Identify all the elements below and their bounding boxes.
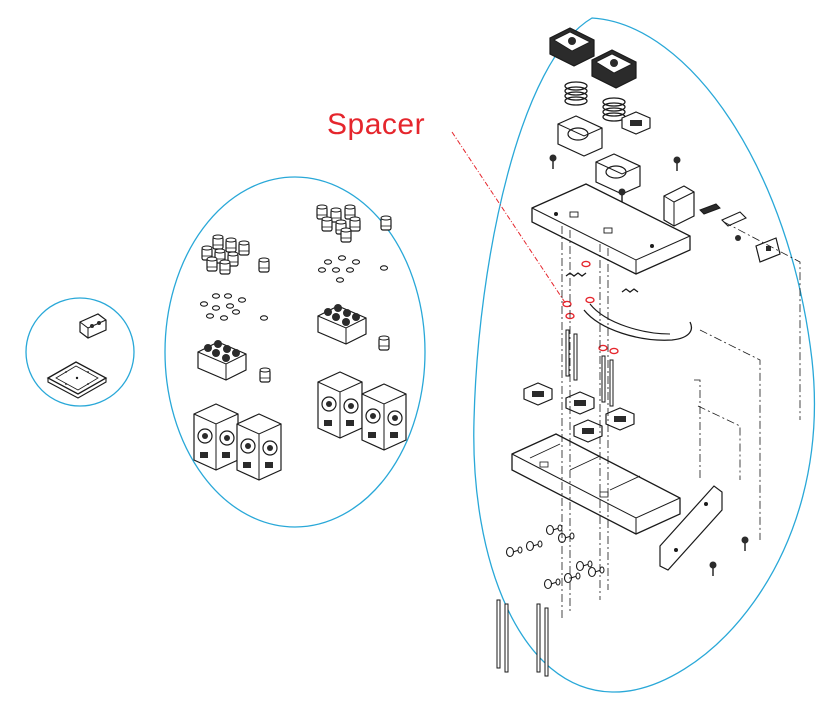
capping-unit-left <box>549 27 595 67</box>
carriage-left <box>557 115 603 157</box>
spacer-parts <box>562 260 619 355</box>
spacer-callout-label: Spacer <box>327 108 426 141</box>
pump-block-left <box>193 403 239 471</box>
pump-block-right <box>317 371 363 439</box>
clip-set <box>523 382 635 443</box>
fittings-group <box>164 176 426 528</box>
group-outline-large <box>473 17 815 693</box>
carriage-right <box>595 153 641 195</box>
pump-block-right-small <box>361 383 407 451</box>
group-outline-oval <box>164 176 426 528</box>
small-fitting-right <box>378 335 390 351</box>
group-outline-circle <box>25 297 135 407</box>
wire-loop <box>583 303 693 341</box>
washer-set-left <box>199 293 269 321</box>
callout-leader-line <box>451 131 567 305</box>
pump-block-left-small <box>236 413 282 481</box>
nut-cluster-left <box>201 234 270 275</box>
shaft-set-bottom <box>496 599 549 677</box>
small-parts-group <box>25 297 135 407</box>
tension-spring-left <box>565 272 587 277</box>
tension-spring-right <box>621 288 639 293</box>
sensor-assembly <box>699 203 781 263</box>
spring-left <box>564 81 588 106</box>
fitting-set-bottom <box>505 524 605 590</box>
damper-block-right <box>317 303 367 345</box>
wiper-plate-part <box>46 361 108 399</box>
nut-cluster-right <box>316 204 392 243</box>
base-plate <box>531 183 691 275</box>
washer-set-right <box>317 255 389 283</box>
damper-block-left <box>197 339 247 381</box>
assembly-guide-lines <box>561 221 801 620</box>
cap-top-part <box>79 313 107 339</box>
side-clip-top <box>621 111 651 135</box>
shaft-set-middle <box>565 329 614 407</box>
side-bracket <box>663 185 695 227</box>
capping-unit-right <box>591 49 637 89</box>
small-fitting-left <box>259 367 271 383</box>
side-plate <box>659 485 723 571</box>
bracket-assembly-group <box>473 17 815 693</box>
lower-frame <box>511 433 681 535</box>
